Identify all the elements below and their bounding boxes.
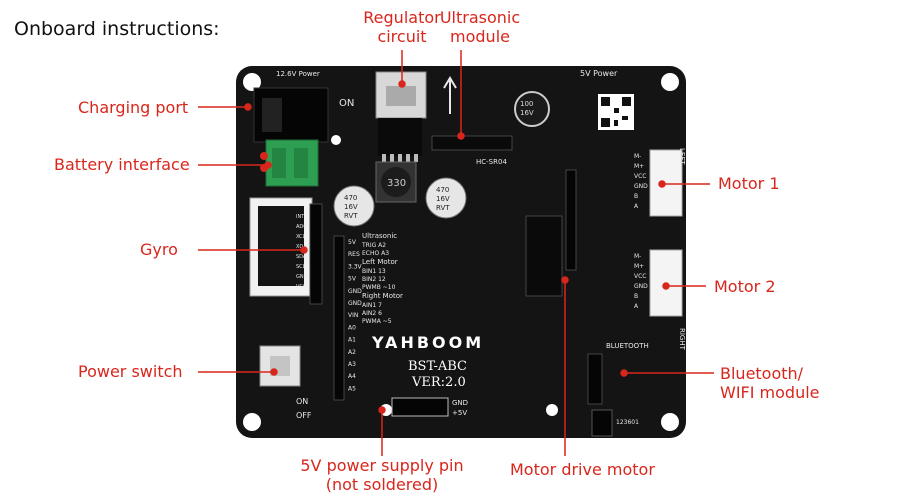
svg-text:RVT: RVT	[436, 204, 450, 212]
version-silk: VER:2.0	[411, 375, 466, 390]
label-supply-pin: 5V power supply pin(not soldered)	[300, 456, 464, 494]
mount-hole-br	[661, 413, 679, 431]
mount-hole-bl	[243, 413, 261, 431]
svg-text:GND: GND	[452, 399, 468, 407]
motor-pin-label: GND	[634, 283, 648, 290]
gyro-pin-label: GND	[296, 274, 308, 280]
page-heading: Onboard instructions:	[14, 18, 220, 40]
svg-text:RIGHT: RIGHT	[678, 328, 686, 351]
svg-text:RVT: RVT	[344, 212, 358, 220]
left-pin-header	[333, 235, 345, 401]
ultrasonic-header	[431, 135, 513, 151]
motor-pin-label: M-	[634, 253, 641, 260]
motor-pin-label: VCC	[634, 173, 646, 180]
svg-text:16V: 16V	[436, 195, 450, 203]
svg-text:100: 100	[520, 100, 533, 108]
left-header-pin-label: 3.3V	[348, 263, 363, 270]
pcb-body	[236, 66, 686, 438]
gyro-pin-label: INT	[296, 214, 305, 220]
svg-text:BIN1 13: BIN1 13	[362, 268, 386, 275]
motor-pin-label: B	[634, 293, 638, 300]
bluetooth-header	[587, 353, 603, 405]
left-header-pin-label: VIN	[348, 312, 358, 319]
capacitor-470-right	[425, 177, 467, 219]
svg-text:TRIG A2: TRIG A2	[361, 242, 386, 249]
motor-pin-label: M-	[634, 153, 641, 160]
pcb-board: 12.6V Power 5V Power ON HC-SR04 100 16V …	[236, 66, 686, 438]
gyro-pin-label: AD0	[296, 224, 306, 230]
left-header-pin-label: A3	[348, 361, 356, 368]
gyro-pin-label: XDA	[296, 244, 307, 250]
svg-text:16V: 16V	[520, 109, 534, 117]
svg-text:Ultrasonic: Ultrasonic	[362, 232, 397, 240]
left-header-pin-label: A1	[348, 337, 356, 344]
gyro-pin-label: VCC	[296, 284, 307, 290]
motor-pin-label: A	[634, 303, 639, 310]
svg-text:BLUETOOTH: BLUETOOTH	[606, 342, 649, 350]
svg-text:16V: 16V	[344, 203, 358, 211]
motor-pin-label: VCC	[634, 273, 646, 280]
info-silk-block: Ultrasonic TRIG A2 ECHO A3 Left Motor BI…	[361, 232, 403, 325]
svg-text:Right Motor: Right Motor	[362, 292, 403, 300]
on-top-silk: ON	[339, 98, 354, 109]
motor2-connector	[649, 249, 683, 317]
svg-text:AIN1 7: AIN1 7	[362, 302, 382, 309]
left-header-pin-label: A2	[348, 349, 356, 356]
svg-text:ON: ON	[296, 397, 308, 406]
capacitor-470-left	[333, 185, 375, 227]
motor-pin-label: GND	[634, 183, 648, 190]
motor-pin-label: A	[634, 203, 639, 210]
svg-text:330: 330	[387, 178, 406, 189]
power-12v-silk: 12.6V Power	[276, 70, 320, 78]
svg-text:AIN2 6: AIN2 6	[362, 310, 382, 317]
svg-text:123601: 123601	[616, 419, 639, 426]
svg-text:BIN2 12: BIN2 12	[362, 276, 386, 283]
svg-text:PWMB ~10: PWMB ~10	[362, 284, 396, 291]
supply-pin-footprint	[391, 397, 449, 417]
label-motor2: Motor 2	[714, 277, 776, 296]
left-header-pin-label: GND	[348, 300, 362, 307]
svg-text:470: 470	[344, 194, 357, 202]
capacitor-100	[514, 91, 550, 127]
gyro-pin-label: XCL	[296, 234, 306, 240]
motor-pin-label: M+	[634, 263, 644, 270]
left-header-pin-label: 5V	[348, 276, 357, 283]
svg-text:470: 470	[436, 186, 449, 194]
hc-sr04-silk: HC-SR04	[476, 158, 507, 166]
label-motor1: Motor 1	[718, 174, 780, 193]
svg-text:LEFT: LEFT	[678, 148, 686, 165]
svg-text:OFF: OFF	[296, 411, 312, 420]
motor-pin-label: B	[634, 193, 638, 200]
left-header-pin-label: 5V	[348, 239, 357, 246]
left-header-pin-label: A4	[348, 373, 356, 380]
left-header-pin-label: RES	[348, 251, 360, 258]
label-power-switch: Power switch	[78, 362, 183, 381]
svg-text:ECHO A3: ECHO A3	[362, 250, 389, 257]
svg-text:+5V: +5V	[452, 409, 467, 417]
label-gyro: Gyro	[140, 240, 178, 259]
left-header-pin-label: GND	[348, 288, 362, 295]
motor-driver-ic	[525, 215, 563, 297]
label-charging-port: Charging port	[78, 98, 189, 117]
mount-hole-tr	[661, 73, 679, 91]
power-5v-silk: 5V Power	[580, 69, 618, 78]
motor1-connector	[649, 149, 683, 217]
gyro-pin-label: SCL	[296, 264, 306, 270]
brand-logo: YAHBOOM	[371, 333, 484, 352]
svg-text:PWMA ~5: PWMA ~5	[362, 318, 392, 325]
label-battery-interface: Battery interface	[54, 155, 190, 174]
motor-pin-label: M+	[634, 163, 644, 170]
gyro-pin-label: SDA	[296, 254, 307, 260]
label-bluetooth: Bluetooth/WIFI module	[720, 364, 820, 402]
left-header-pin-label: A5	[348, 385, 356, 392]
mount-hole-tl	[243, 73, 261, 91]
left-header-pin-label: A0	[348, 324, 356, 331]
label-motor-drive: Motor drive motor	[510, 460, 655, 479]
model-silk: BST-ABC	[408, 359, 467, 374]
svg-text:Left Motor: Left Motor	[362, 258, 398, 266]
